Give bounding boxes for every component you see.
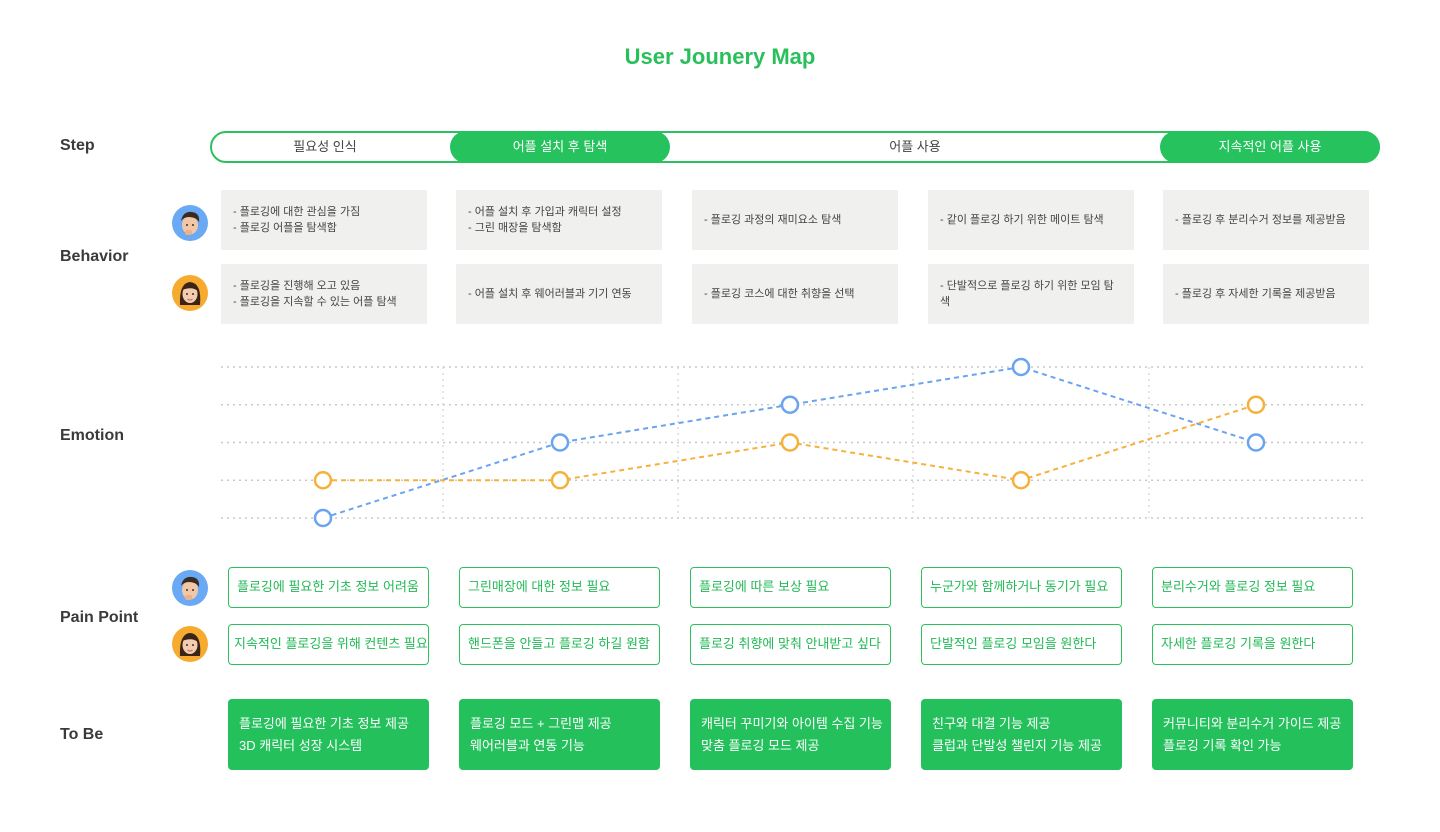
persona2-avatar-icon [172, 275, 208, 311]
behavior-line: - 어플 설치 후 웨어러블과 기기 연동 [468, 288, 632, 300]
step-4: 지속적인 어플 사용 [1160, 131, 1380, 163]
step-1: 필요성 인식 [293, 139, 357, 154]
persona2-avatar-icon [172, 626, 208, 662]
pain-point-card: 지속적인 플로깅을 위해 컨텐츠 필요 [228, 624, 429, 665]
behavior-line: - 플로깅에 대한 관심을 가짐 [233, 206, 361, 218]
to-be-line: 캐릭터 꾸미기와 아이템 수집 기능 [701, 716, 883, 731]
to-be-line: 커뮤니티와 분리수거 가이드 제공 [1163, 716, 1342, 731]
behavior-line: - 플로깅을 진행해 오고 있음 [233, 280, 361, 292]
pain-point-card: 분리수거와 플로깅 정보 필요 [1152, 567, 1353, 608]
pain-point-card: 플로깅에 따른 보상 필요 [690, 567, 891, 608]
to-be-card: 플로깅에 필요한 기초 정보 제공 3D 캐릭터 성장 시스템 [228, 699, 429, 770]
series-2-point [550, 471, 570, 490]
behavior-card: - 플로깅에 대한 관심을 가짐 - 플로깅 어플을 탐색함 [221, 190, 427, 250]
pain-point-card: 자세한 플로깅 기록을 원한다 [1152, 624, 1353, 665]
behavior-line: - 어플 설치 후 가입과 캐릭터 설정 [468, 206, 622, 218]
behavior-card: - 단발적으로 플로깅 하기 위한 모임 탐색 [928, 264, 1134, 324]
behavior-line: - 플로깅을 지속할 수 있는 어플 탐색 [233, 296, 397, 308]
pain-point-card: 플로깅 취향에 맞춰 안내받고 싶다 [690, 624, 891, 665]
pain-point-card: 플로깅에 필요한 기초 정보 어려움 [228, 567, 429, 608]
to-be-line: 맞춤 플로깅 모드 제공 [701, 738, 820, 753]
row-label-step: Step [60, 137, 95, 154]
pain-point-card: 누군가와 함께하거나 동기가 필요 [921, 567, 1122, 608]
persona1-avatar-icon [172, 205, 208, 241]
to-be-card: 친구와 대결 기능 제공 클럽과 단발성 챌린지 기능 제공 [921, 699, 1122, 770]
behavior-card: - 플로깅 후 자세한 기록을 제공받음 [1163, 264, 1369, 324]
row-label-pain-point: Pain Point [60, 609, 139, 626]
to-be-line: 플로깅에 필요한 기초 정보 제공 [239, 716, 409, 731]
behavior-card: - 플로깅 과정의 재미요소 탐색 [692, 190, 898, 250]
behavior-line: - 그린 매장을 탐색함 [468, 222, 562, 234]
persona1-avatar-icon [172, 570, 208, 606]
series-2-point [313, 471, 333, 490]
behavior-line: - 플로깅 후 자세한 기록을 제공받음 [1175, 288, 1336, 300]
row-label-behavior: Behavior [60, 248, 129, 265]
to-be-line: 친구와 대결 기능 제공 [932, 716, 1051, 731]
behavior-card: - 어플 설치 후 가입과 캐릭터 설정 - 그린 매장을 탐색함 [456, 190, 662, 250]
to-be-card: 캐릭터 꾸미기와 아이템 수집 기능 맞춤 플로깅 모드 제공 [690, 699, 891, 770]
behavior-card: - 같이 플로깅 하기 위한 메이트 탐색 [928, 190, 1134, 250]
to-be-line: 클럽과 단발성 챌린지 기능 제공 [932, 738, 1102, 753]
row-label-to-be: To Be [60, 726, 104, 743]
series-2-point [780, 433, 800, 452]
pain-point-card: 그린매장에 대한 정보 필요 [459, 567, 660, 608]
to-be-line: 플로깅 모드 + 그린맵 제공 [470, 716, 612, 731]
behavior-line: - 플로깅 과정의 재미요소 탐색 [704, 214, 842, 226]
series-2-point [1011, 471, 1031, 490]
to-be-line: 3D 캐릭터 성장 시스템 [239, 738, 363, 753]
series-2-point [1246, 395, 1266, 414]
behavior-line: - 플로깅 후 분리수거 정보를 제공받음 [1175, 214, 1346, 226]
behavior-line: - 단발적으로 플로깅 하기 위한 모임 탐색 [940, 280, 1114, 308]
series-1-point [1011, 357, 1031, 377]
series-1-point [1246, 433, 1266, 452]
to-be-card: 플로깅 모드 + 그린맵 제공 웨어러블과 연동 기능 [459, 699, 660, 770]
to-be-line: 플로깅 기록 확인 가능 [1163, 738, 1282, 753]
row-label-emotion: Emotion [60, 427, 124, 444]
series-1-point [550, 433, 570, 452]
pain-point-card: 단발적인 플로깅 모임을 원한다 [921, 624, 1122, 665]
step-2: 어플 설치 후 탐색 [450, 131, 670, 163]
behavior-card: - 플로깅 코스에 대한 취향을 선택 [692, 264, 898, 324]
to-be-line: 웨어러블과 연동 기능 [470, 738, 585, 753]
series-1-point [313, 508, 333, 528]
behavior-line: - 같이 플로깅 하기 위한 메이트 탐색 [940, 214, 1104, 226]
behavior-line: - 플로깅 코스에 대한 취향을 선택 [704, 288, 855, 300]
behavior-card: - 플로깅 후 분리수거 정보를 제공받음 [1163, 190, 1369, 250]
to-be-card: 커뮤니티와 분리수거 가이드 제공 플로깅 기록 확인 가능 [1152, 699, 1353, 770]
behavior-line: - 플로깅 어플을 탐색함 [233, 222, 337, 234]
pain-point-card: 핸드폰을 안들고 플로깅 하길 원함 [459, 624, 660, 665]
series-1-point [780, 395, 800, 414]
page-title: User Jounery Map [624, 44, 816, 69]
step-3: 어플 사용 [889, 139, 941, 154]
behavior-card: - 플로깅을 진행해 오고 있음 - 플로깅을 지속할 수 있는 어플 탐색 [221, 264, 427, 324]
behavior-card: - 어플 설치 후 웨어러블과 기기 연동 [456, 264, 662, 324]
